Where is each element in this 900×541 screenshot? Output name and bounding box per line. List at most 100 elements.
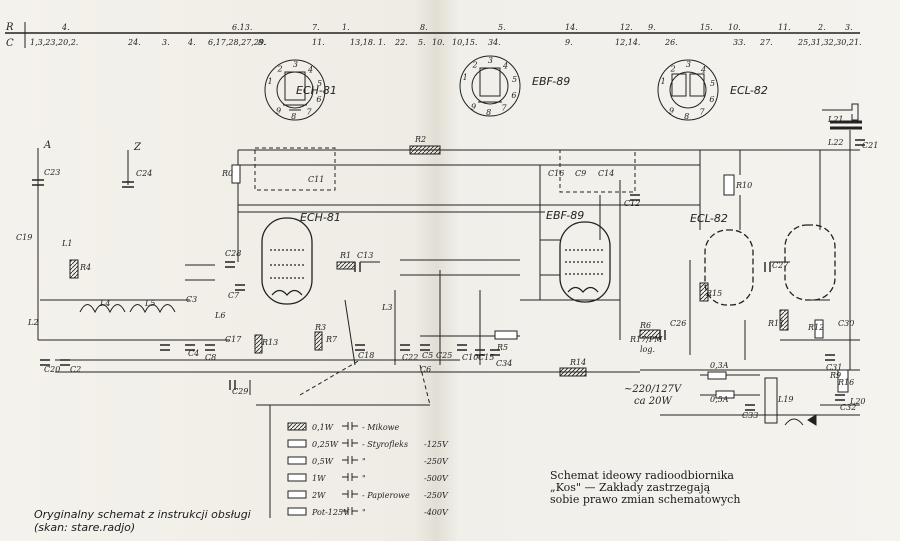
scale-r-mark: 7. bbox=[312, 23, 320, 32]
legend-capacitor-swatch bbox=[342, 473, 358, 481]
socket-pin-number: 4 bbox=[700, 66, 706, 75]
tube-ebf89-symbol bbox=[559, 221, 611, 303]
capacitor-label-c8: C8 bbox=[205, 353, 216, 362]
scale-c-mark: 10. bbox=[432, 38, 445, 47]
capacitor-label-c10: C10 bbox=[462, 353, 478, 362]
scale-c-mark: 12,14. bbox=[615, 38, 640, 47]
socket-pin-number: 5 bbox=[512, 75, 517, 84]
scale-c-mark: 34. bbox=[488, 38, 501, 47]
socket-pin-number: 3 bbox=[686, 60, 691, 69]
capacitor-label-c28: C28 bbox=[225, 249, 241, 258]
resistor-label-r15: R15 bbox=[705, 289, 722, 298]
scale-r-mark: 14. bbox=[565, 23, 578, 32]
socket-pin-number: 5 bbox=[317, 79, 322, 88]
source-note: Oryginalny schemat z instrukcji obsługi … bbox=[34, 508, 251, 534]
socket-pin-number: 5 bbox=[710, 79, 715, 88]
reference-scale-bar: R C bbox=[5, 22, 860, 49]
tube-ech81-symbol bbox=[261, 217, 313, 305]
inductor-label-l19: L19 bbox=[777, 395, 794, 404]
inductor-label-l6: L6 bbox=[214, 311, 225, 320]
component-legend bbox=[256, 404, 425, 518]
socket-pin-number: 6 bbox=[709, 95, 714, 104]
mains-voltage-label: ~220/127V bbox=[624, 384, 683, 395]
socket-pin-number: 7 bbox=[307, 108, 313, 117]
tube-label-ech81: ECH-81 bbox=[300, 211, 341, 224]
capacitor-symbols bbox=[32, 139, 865, 411]
resistor-label-r13: R13 bbox=[261, 338, 278, 347]
socket-pin-number: 7 bbox=[700, 108, 706, 117]
socket-pin-number: 1 bbox=[661, 77, 666, 86]
tube-label-ebf89: EBF-89 bbox=[546, 209, 584, 222]
legend-capacitor-kind: " bbox=[362, 508, 366, 517]
source-note-line-2: (skan: stare.radjo) bbox=[34, 521, 136, 534]
capacitor-label-c4: C4 bbox=[188, 349, 199, 358]
capacitor-label-c34: C34 bbox=[496, 359, 512, 368]
capacitor-label-c15: C15 bbox=[478, 353, 494, 362]
resistor-label-r3: R3 bbox=[314, 323, 326, 332]
legend-capacitor-swatch bbox=[342, 422, 358, 430]
legend-resistor-swatch bbox=[287, 507, 307, 516]
capacitor-label-c9: C9 bbox=[575, 169, 586, 178]
scale-r-mark: 15. bbox=[700, 23, 713, 32]
scale-r-mark: 6.13. bbox=[232, 23, 252, 32]
scale-c-mark: 24. bbox=[127, 38, 141, 47]
legend-resistor-rating: 1W bbox=[312, 474, 326, 483]
capacitor-label-c26: C26 bbox=[670, 319, 686, 328]
schematic-caption: Schemat ideowy radioodbiornika „Kos" — Z… bbox=[550, 470, 760, 506]
scale-r-mark: 5. bbox=[498, 23, 506, 32]
caption-line-3: sobie prawo zmian schematowych bbox=[550, 493, 741, 506]
resistor-label-r5: R5 bbox=[496, 343, 508, 352]
socket-pin-number: 1 bbox=[463, 73, 468, 82]
scale-c-mark: 3. bbox=[162, 38, 170, 47]
scale-c-mark: 13,18. bbox=[350, 38, 375, 47]
antenna-label: A bbox=[43, 140, 51, 151]
legend-capacitor-kind: - Styrofleks bbox=[362, 440, 408, 449]
scale-c-mark: 22. bbox=[394, 38, 408, 47]
socket-label-ech81: ECH-81 bbox=[296, 84, 337, 97]
tube-socket-pinout-ech81 bbox=[264, 59, 326, 121]
scale-c-mark: 5. bbox=[418, 38, 426, 47]
scale-r-mark: 1. bbox=[342, 23, 350, 32]
capacitor-label-c6: C6 bbox=[420, 365, 431, 374]
scale-c-mark: 33. bbox=[733, 38, 746, 47]
capacitor-label-c2: C2 bbox=[70, 365, 81, 374]
socket-pin-number: 2 bbox=[472, 60, 478, 69]
legend-capacitor-swatch bbox=[342, 439, 358, 447]
capacitor-label-c33: C33 bbox=[742, 411, 758, 420]
inductor-label-l4: L4 bbox=[99, 299, 110, 308]
scale-c-mark: 6,17,28,27,29. bbox=[208, 38, 267, 47]
capacitor-label-c5: C5 bbox=[422, 351, 433, 360]
fuse-2-label: 0,5A bbox=[710, 395, 729, 404]
scale-r-mark: 12. bbox=[620, 23, 633, 32]
capacitor-label-c31: C31 bbox=[826, 363, 842, 372]
socket-pin-number: 1 bbox=[268, 77, 273, 86]
scale-r-mark: 2. bbox=[817, 23, 826, 32]
socket-pin-number: 3 bbox=[293, 60, 298, 69]
legend-capacitor-swatch bbox=[342, 490, 358, 498]
socket-pin-number: 7 bbox=[502, 104, 508, 113]
legend-capacitor-kind: - Papierowe bbox=[362, 491, 410, 500]
resistor-label-r0: R0 bbox=[221, 169, 233, 178]
scale-c-mark: 11. bbox=[312, 38, 325, 47]
tube-socket-pinout-ecl82 bbox=[657, 59, 719, 121]
tube-ecl82-triode-symbol bbox=[704, 229, 754, 306]
inductor-label-l1: L1 bbox=[61, 239, 72, 248]
caption-line-2: „Kos" — Zakłady zastrzegają bbox=[550, 481, 711, 494]
socket-pin-number: 9 bbox=[471, 103, 476, 112]
volume-pot-type-label: log. bbox=[640, 345, 655, 354]
fuse-1-label: 0,3A bbox=[710, 361, 729, 370]
legend-capacitor-kind: - Mikowe bbox=[362, 423, 400, 432]
socket-pin-number: 2 bbox=[670, 64, 676, 73]
resistor-label-r10: R10 bbox=[735, 181, 752, 190]
scale-row-c-marks: 1,3,23,20,2.24.3.4.6,17,28,27,29.8.11.13… bbox=[30, 38, 862, 47]
legend-resistor-swatch bbox=[287, 456, 307, 465]
scale-r-mark: 10. bbox=[728, 23, 741, 32]
scale-r-mark: 4. bbox=[61, 23, 70, 32]
socket-pin-number: 3 bbox=[488, 56, 493, 65]
capacitor-label-c29: C29 bbox=[232, 387, 248, 396]
socket-pin-number: 2 bbox=[277, 64, 283, 73]
scale-r-mark: 8. bbox=[420, 23, 428, 32]
tube-label-ecl82: ECL-82 bbox=[690, 212, 728, 225]
volume-pot-label: R17/PM bbox=[629, 335, 663, 344]
resistor-label-r6: R6 bbox=[639, 321, 651, 330]
